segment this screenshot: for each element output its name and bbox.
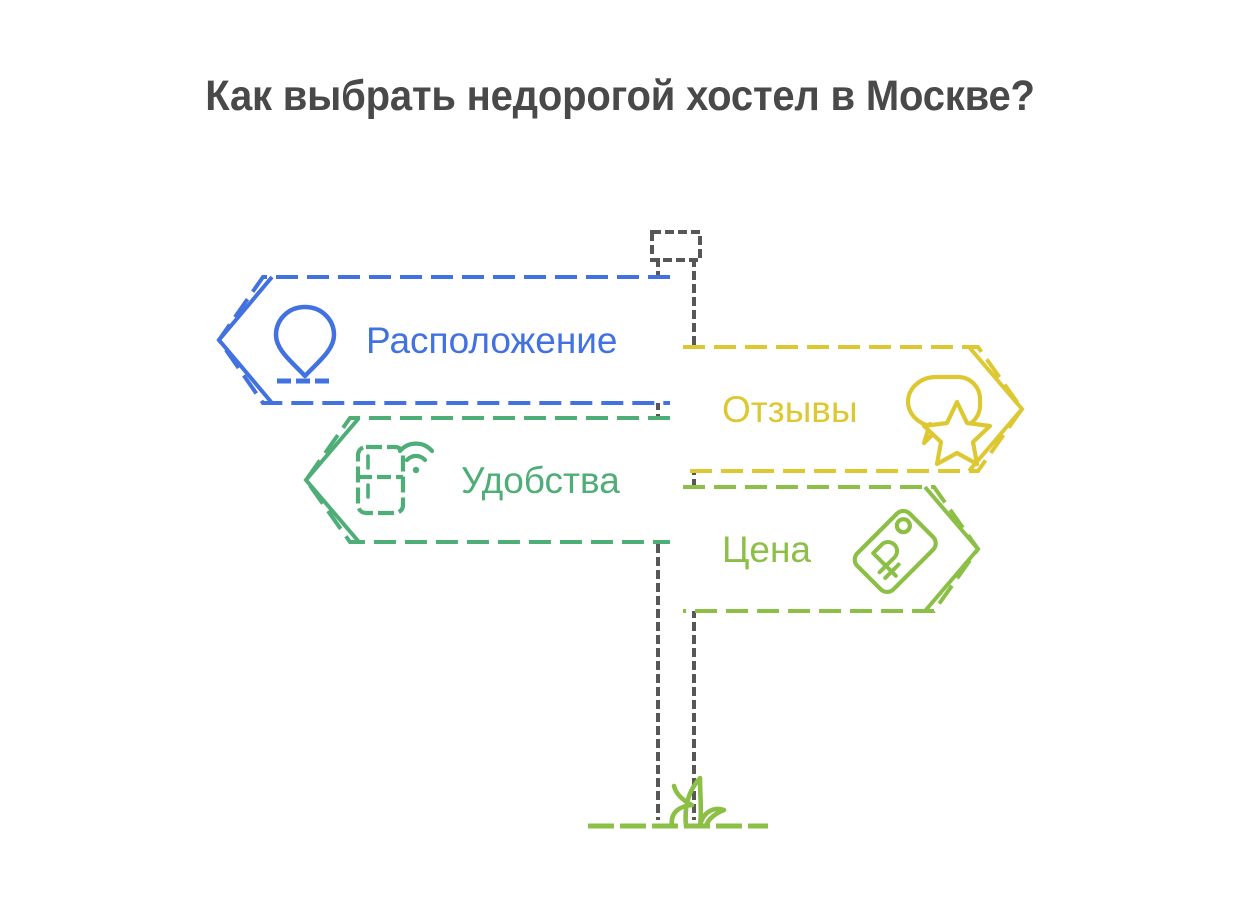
sign-reviews-tip xyxy=(967,345,1025,473)
grass-tuft xyxy=(669,775,727,829)
map-pin-icon xyxy=(273,304,337,384)
price-tag-ruble-icon xyxy=(852,508,938,595)
sign-amenities-label: Удобства xyxy=(461,460,620,501)
sign-reviews-label: Отзывы xyxy=(722,389,858,430)
sign-amenities[interactable]: Удобства xyxy=(303,416,670,544)
sign-price-label: Цена xyxy=(722,529,811,570)
fridge-wifi-icon xyxy=(355,441,435,516)
sign-location-label: Расположение xyxy=(366,320,618,361)
sign-price-tip xyxy=(923,485,981,613)
ground-group xyxy=(588,775,768,829)
post-cap xyxy=(650,230,702,262)
sign-price[interactable]: Цена xyxy=(683,485,981,613)
sign-location-tip xyxy=(216,275,274,405)
speech-bubble-star-icon xyxy=(905,374,993,467)
sign-amenities-tip xyxy=(303,416,361,544)
sign-location[interactable]: Расположение xyxy=(216,275,670,405)
sign-reviews[interactable]: Отзывы xyxy=(683,345,1025,473)
page-title: Как выбрать недорогой хостел в Москве? xyxy=(205,72,1035,120)
